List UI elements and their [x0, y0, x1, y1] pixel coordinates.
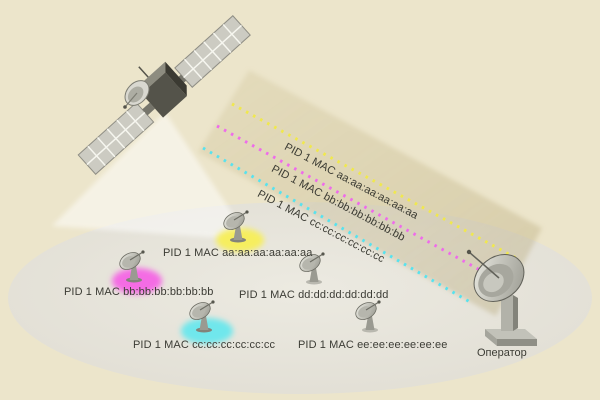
terminal-label-d: PID 1 MAC dd:dd:dd:dd:dd:dd — [239, 289, 389, 301]
operator-dish-icon — [466, 249, 537, 346]
satellite-light-cone — [52, 112, 250, 240]
satellite-icon — [77, 15, 251, 175]
stream-line-a-dotted — [231, 102, 517, 260]
satellite-body-group — [77, 15, 251, 175]
terminal-dish-icon-a — [223, 210, 249, 243]
terminal-label-b: PID 1 MAC bb:bb:bb:bb:bb:bb — [64, 286, 214, 298]
stream-line-c-dotted — [202, 146, 471, 304]
terminal-label-a: PID 1 MAC aa:aa:aa:aa:aa:aa — [163, 247, 313, 259]
signal-beam-band — [198, 70, 542, 316]
satellite-dish — [123, 80, 150, 109]
terminal-dish-icon-d — [299, 252, 325, 285]
terminal-dish-icon-b — [119, 250, 145, 283]
terminal-dish-icon-e — [355, 300, 381, 333]
terminal-label-e: PID 1 MAC ee:ee:ee:ee:ee:ee — [298, 339, 448, 351]
operator-label: Оператор — [477, 347, 527, 359]
stream-line-b-dotted — [216, 124, 501, 283]
terminal-label-c: PID 1 MAC cc:cc:cc:cc:cc:cc — [133, 339, 276, 351]
terminal-dish-icon-c — [189, 300, 215, 333]
